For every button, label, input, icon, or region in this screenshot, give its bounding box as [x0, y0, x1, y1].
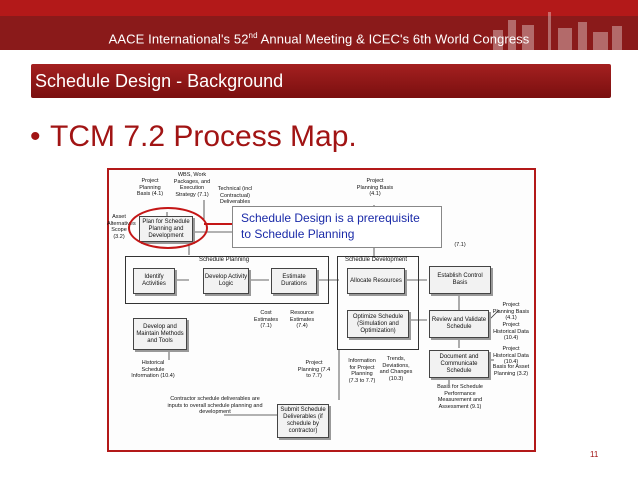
skyline-graphic: [493, 12, 622, 50]
input-historical-info: Historical Schedule Information (10.4): [131, 360, 175, 379]
banner-strip: [0, 0, 638, 16]
highlight-ellipse: [128, 207, 208, 249]
input-technical-deliverables: Technical (incl Contractual) Deliverable…: [217, 186, 253, 205]
box-document-communicate: Document and Communicate Schedule: [429, 350, 489, 378]
page-number: 11: [590, 450, 599, 459]
box-submit-deliverables: Submit Schedule Deliverables (if schedul…: [277, 404, 329, 438]
label-hist-right-2: Project Historical Data (10.4): [493, 346, 529, 365]
label-basis-asset: Basis for Asset Planning (3.2): [492, 364, 530, 377]
group-schedule-planning: [125, 256, 329, 304]
label-cost-estimates: Cost Estimates (7.1): [253, 310, 279, 329]
box-identify-activities: Identify Activities: [133, 268, 175, 294]
box-review-validate: Review and Validate Schedule: [429, 310, 489, 338]
slide-title: Schedule Design - Background: [35, 71, 284, 91]
label-hist-right: Project Historical Data (10.4): [493, 322, 529, 341]
input-asset-scope: Asset Alternatives Scope (3.2): [107, 214, 136, 240]
callout-line-2: to Schedule Planning: [241, 227, 355, 241]
label-project-planning: Project Planning (7.4 to 7.7): [297, 360, 331, 379]
slide-title-bar: Schedule Design - Background: [31, 64, 611, 98]
box-develop-logic: Develop Activity Logic: [203, 268, 249, 294]
label-ppb-right: Project Planning Basis (4.1): [492, 302, 530, 321]
box-allocate-resources: Allocate Resources: [347, 268, 405, 294]
box-estimate-durations: Estimate Durations: [271, 268, 317, 294]
input-wbs: WBS, Work Packages, and Execution Strate…: [173, 172, 211, 198]
callout-box: Schedule Design is a prerequisite to Sch…: [232, 206, 442, 248]
label-trends: Trends, Deviations, and Changes (10.3): [379, 356, 413, 382]
bullet-text: TCM 7.2 Process Map.: [50, 120, 357, 153]
group-schedule-development: [337, 256, 419, 350]
group-label-development: Schedule Development: [345, 257, 408, 263]
box-optimize-schedule: Optimize Schedule (Simulation and Optimi…: [347, 310, 409, 338]
group-label-planning: Schedule Planning: [199, 257, 250, 263]
label-basis-schedule: Basis for Schedule Performance Measureme…: [437, 384, 483, 410]
bullet-item: • TCM 7.2 Process Map.: [30, 120, 357, 154]
conference-title: AACE International's 52nd Annual Meeting…: [108, 31, 530, 47]
label-resource-estimates: Resource Estimates (7.4): [289, 310, 315, 329]
label-info-planning: Information for Project Planning (7.3 to…: [348, 358, 376, 384]
box-develop-methods: Develop and Maintain Methods and Tools: [133, 318, 187, 350]
bullet-dot: •: [30, 120, 41, 153]
input-project-planning-basis-2: Project Planning Basis (4.1): [356, 178, 394, 197]
label-7-1: (7.1): [454, 242, 466, 248]
conference-banner: AACE International's 52nd Annual Meeting…: [0, 0, 638, 50]
callout-line-1: Schedule Design is a prerequisite: [241, 211, 420, 225]
label-contractor: Contractor schedule deliverables are inp…: [167, 396, 263, 415]
box-establish-control: Establish Control Basis: [429, 266, 491, 294]
input-project-planning-basis: Project Planning Basis (4.1): [136, 178, 164, 197]
